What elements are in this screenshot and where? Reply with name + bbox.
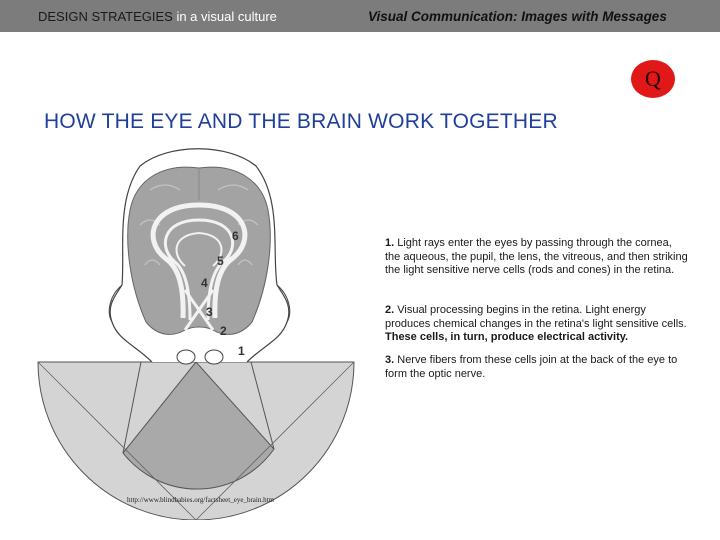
step-1-text: Light rays enter the eyes by passing thr… [385,237,688,276]
step-2-number: 2. [385,304,394,316]
step-2-text: Visual processing begins in the retina. … [385,304,687,330]
section-title: Visual Communication: Images with Messag… [368,9,667,24]
diagram-label-3: 3 [206,305,213,319]
step-1: 1. Light rays enter the eyes by passing … [385,237,690,278]
course-title: DESIGN STRATEGIES in a visual culture [38,9,277,24]
diagram-label-5: 5 [217,254,224,268]
diagram-label-2: 2 [220,324,227,338]
header-bar: DESIGN STRATEGIES in a visual culture Vi… [0,0,720,32]
diagram-label-6: 6 [232,229,239,243]
step-3: 3. Nerve fibers from these cells join at… [385,354,690,381]
q-badge-icon[interactable]: Q [631,60,675,98]
course-title-sub: in a visual culture [176,9,276,24]
diagram-label-4: 4 [201,276,208,290]
q-badge-label: Q [645,66,661,92]
step-1-number: 1. [385,237,394,249]
left-eye-icon [177,350,195,364]
step-2-emphasis: These cells, in turn, produce electrical… [385,331,628,343]
source-url-link[interactable]: http://www.blindbabies.org/factsheet_eye… [127,496,274,504]
step-2: 2. Visual processing begins in the retin… [385,304,690,345]
right-eye-icon [205,350,223,364]
course-title-main: DESIGN STRATEGIES [38,9,176,24]
step-3-text: Nerve fibers from these cells join at th… [385,354,677,380]
diagram-label-1: 1 [238,344,245,358]
step-3-number: 3. [385,354,394,366]
eye-brain-diagram: 1 2 3 4 5 6 [0,140,370,520]
page-title: HOW THE EYE AND THE BRAIN WORK TOGETHER [44,110,558,134]
